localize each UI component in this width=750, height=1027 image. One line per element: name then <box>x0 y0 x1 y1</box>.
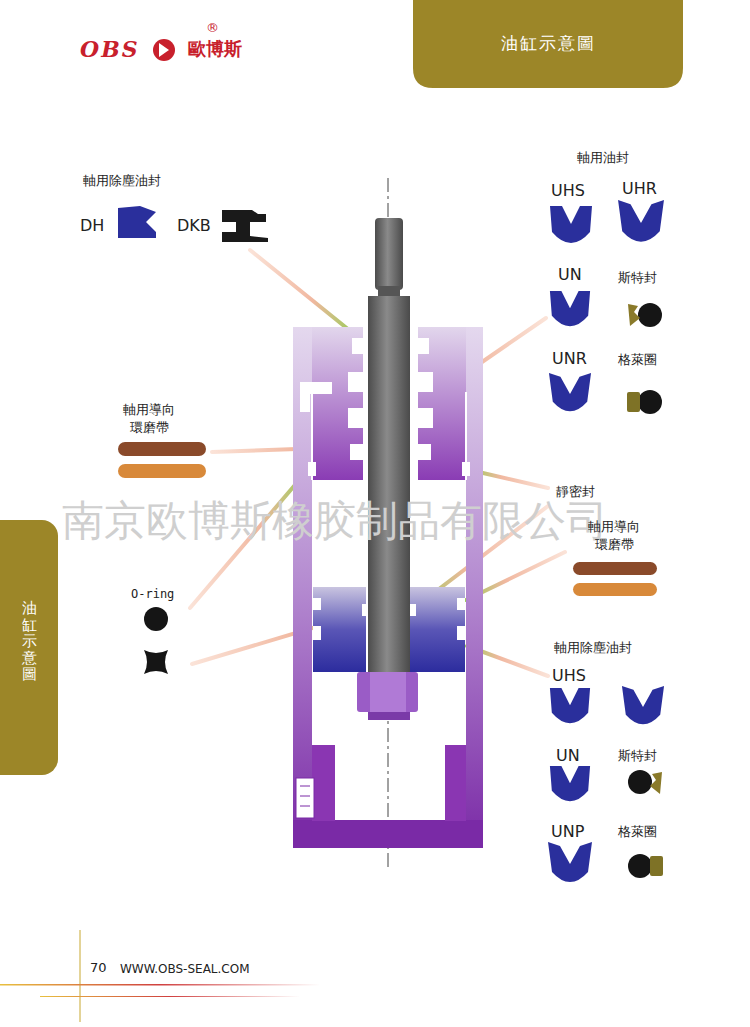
header-tab <box>413 0 683 88</box>
page-title: 油缸示意圖 <box>501 33 596 53</box>
group-heading: 軸用油封 <box>577 150 629 166</box>
group-heading: 軸用導向 環磨帶 <box>116 401 182 437</box>
website: WWW.OBS-SEAL.COM <box>120 962 250 976</box>
group-heading: 軸用除塵油封 <box>554 640 632 656</box>
page-number: 70 <box>90 960 107 976</box>
seal-name: 斯特封 <box>618 748 657 764</box>
seal-code: UNP <box>551 822 584 841</box>
footer-rules <box>0 930 320 1022</box>
registered-mark: ® <box>206 20 219 36</box>
seal-code: UHS <box>551 181 585 200</box>
seal-code: DKB <box>177 216 211 235</box>
group-heading: 軸用導向 環磨帶 <box>581 518 647 554</box>
seal-name: 斯特封 <box>618 270 657 286</box>
seal-name: 格萊圈 <box>618 352 657 368</box>
group-heading: 靜密封 <box>556 484 595 500</box>
seal-name: 格萊圈 <box>618 824 657 840</box>
watermark: 南京欧博斯橡胶制品有限公司 <box>62 496 608 546</box>
tab-label: 油缸示意圖 <box>22 600 37 683</box>
piston-rod <box>368 218 410 690</box>
brand-name: 歐博斯 <box>188 38 242 60</box>
seal-code: DH <box>80 216 104 235</box>
piston <box>313 587 465 720</box>
seal-name: O-ring <box>131 587 174 601</box>
side-tab: 油缸示意圖 <box>0 520 58 775</box>
seal-code: UHS <box>552 666 586 685</box>
group-heading: 軸用除塵油封 <box>83 173 161 189</box>
seal-code: UN <box>558 265 582 284</box>
seal-code: UN <box>556 746 580 765</box>
seal-code: UNR <box>552 349 587 368</box>
brand-name: OBS <box>80 36 140 62</box>
seal-code: UHR <box>622 179 657 198</box>
logo-mark <box>153 39 175 61</box>
